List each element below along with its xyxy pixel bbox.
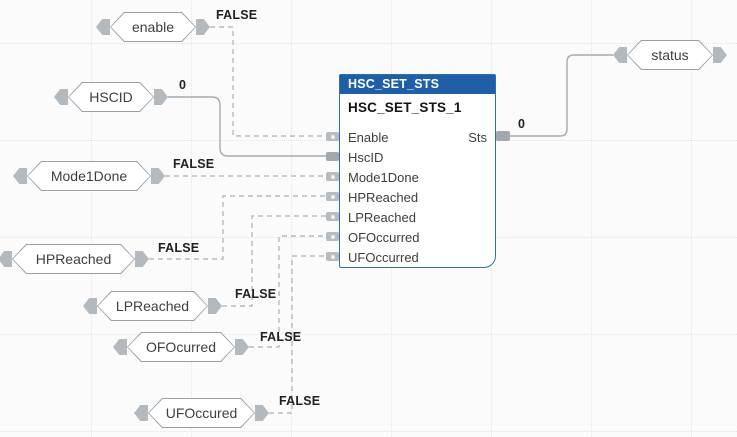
- value-annotation-hscid: 0: [179, 78, 187, 92]
- tag-arrow-left-icon: [134, 405, 148, 421]
- var-tag-label: LPReached: [115, 298, 190, 314]
- wire-enable[interactable]: [210, 26, 327, 137]
- block-title-bar: HSC_SET_STS: [340, 75, 495, 94]
- var-tag-label: HSCID: [89, 89, 133, 105]
- tag-arrow-right-icon: [208, 298, 222, 314]
- var-tag-label: UFOccured: [165, 405, 238, 421]
- pin-row: HscID: [340, 147, 495, 167]
- tag-arrow-left-icon: [113, 339, 127, 355]
- input-pin-connector-mode1done[interactable]: [326, 172, 339, 181]
- grid-line: [591, 0, 592, 437]
- tag-hexagon: [12, 244, 135, 274]
- function-block-hsc-set-sts[interactable]: HSC_SET_STS HSC_SET_STS_1 Enable Sts Hsc…: [339, 74, 496, 268]
- tag-hexagon: [110, 12, 196, 42]
- input-pin-label-hscid: HscID: [348, 149, 384, 165]
- pin-row: HPReached: [340, 187, 495, 207]
- wire-ofocurred[interactable]: [249, 235, 327, 348]
- var-tag-label: status: [651, 47, 689, 63]
- input-pin-label-lpreached: LPReached: [348, 209, 416, 225]
- tag-arrow-right-icon: [255, 405, 269, 421]
- tag-hexagon: [27, 161, 151, 191]
- input-pin-connector-ofoccurred[interactable]: [326, 232, 339, 241]
- block-title: HSC_SET_STS: [348, 77, 440, 91]
- wire-ufoccured[interactable]: [269, 255, 327, 414]
- input-pin-label-mode1done: Mode1Done: [348, 169, 419, 185]
- input-pin-connector-enable[interactable]: [326, 132, 339, 141]
- tag-arrow-left-icon: [83, 298, 97, 314]
- tag-hexagon: [68, 82, 154, 112]
- tag-arrow-left-icon: [54, 89, 68, 105]
- pin-row: UFOccurred: [340, 247, 495, 267]
- var-tag-mode1done[interactable]: Mode1Done: [27, 161, 151, 191]
- value-annotation-ufoccured: FALSE: [279, 394, 321, 408]
- input-pin-label-enable: Enable: [348, 129, 389, 145]
- var-tag-lpreached[interactable]: LPReached: [97, 291, 208, 321]
- output-pin-label-sts: Sts: [468, 129, 487, 145]
- tag-arrow-right-icon: [713, 47, 727, 63]
- input-pin-connector-hpreached[interactable]: [326, 192, 339, 201]
- grid-line: [0, 43, 737, 44]
- var-tag-label: HPReached: [35, 251, 112, 267]
- var-tag-ofocurred[interactable]: OFOcurred: [127, 332, 235, 362]
- pin-rows: Enable Sts HscID Mode1Done HPReached LPR…: [340, 127, 495, 267]
- value-annotation-enable: FALSE: [216, 8, 258, 22]
- tag-hexagon: [627, 40, 713, 70]
- value-annotation-mode1done: FALSE: [173, 157, 215, 171]
- pin-row: OFOccurred: [340, 227, 495, 247]
- var-tag-enable[interactable]: enable: [110, 12, 196, 42]
- input-pin-label-hpreached: HPReached: [348, 189, 419, 205]
- value-annotation-hpreached: FALSE: [158, 241, 200, 255]
- input-pin-connector-lpreached[interactable]: [326, 212, 339, 221]
- output-pin-connector-sts[interactable]: [496, 131, 510, 141]
- var-tag-label: OFOcurred: [145, 339, 216, 355]
- tag-arrow-left-icon: [13, 168, 27, 184]
- wire-sts-status[interactable]: [510, 54, 613, 137]
- tag-arrow-right-icon: [235, 339, 249, 355]
- tag-arrow-right-icon: [151, 168, 165, 184]
- tag-arrow-left-icon: [96, 19, 110, 35]
- tag-arrow-left-icon: [613, 47, 627, 63]
- var-tag-label: Mode1Done: [50, 168, 128, 184]
- value-annotation-lpreached: FALSE: [235, 287, 277, 301]
- wire-hpreached[interactable]: [149, 195, 327, 260]
- pin-row: Mode1Done: [340, 167, 495, 187]
- input-pin-label-ofoccurred: OFOccurred: [348, 229, 420, 245]
- tag-hexagon: [148, 398, 255, 428]
- var-tag-ufoccured[interactable]: UFOccured: [148, 398, 255, 428]
- wire-hscid[interactable]: [168, 96, 327, 157]
- grid-line: [0, 431, 737, 432]
- var-tag-hpreached[interactable]: HPReached: [12, 244, 135, 274]
- tag-arrow-right-icon: [154, 89, 168, 105]
- grid-line: [91, 0, 92, 437]
- input-pin-connector-ufoccurred[interactable]: [326, 252, 339, 261]
- wire-lpreached[interactable]: [222, 215, 327, 307]
- var-tag-hscid[interactable]: HSCID: [68, 82, 154, 112]
- tag-hexagon: [97, 291, 208, 321]
- grid-line: [691, 0, 692, 437]
- value-annotation-ofocurred: FALSE: [260, 330, 302, 344]
- grid-line: [0, 334, 737, 335]
- block-instance-name: HSC_SET_STS_1: [348, 100, 462, 115]
- input-pin-label-ufoccurred: UFOccurred: [348, 249, 419, 265]
- pin-row: LPReached: [340, 207, 495, 227]
- var-tag-status[interactable]: status: [627, 40, 713, 70]
- var-tag-label: enable: [131, 19, 175, 35]
- tag-hexagon: [127, 332, 235, 362]
- tag-arrow-right-icon: [135, 251, 149, 267]
- value-annotation-sts: 0: [518, 117, 526, 131]
- grid-line: [291, 0, 292, 437]
- tag-arrow-right-icon: [196, 19, 210, 35]
- tag-arrow-left-icon: [0, 251, 12, 267]
- input-pin-connector-hscid[interactable]: [326, 152, 339, 161]
- grid-line: [191, 0, 192, 437]
- pin-row: Enable Sts: [340, 127, 495, 147]
